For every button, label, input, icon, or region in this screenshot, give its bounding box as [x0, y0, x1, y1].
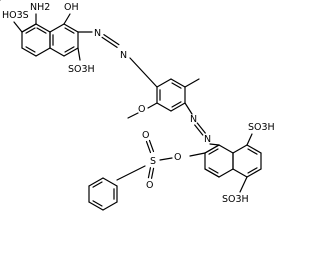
- bond-line: [88, 177, 104, 187]
- atom-label-nh2: NH2: [30, 2, 50, 13]
- atom-label-sulfonyl-o1: O: [142, 130, 149, 141]
- bond-line-inner: [25, 46, 36, 53]
- bond-line: [49, 23, 65, 33]
- bond-line: [35, 47, 51, 57]
- bond-line-inner: [208, 148, 219, 155]
- bond-line-inner: [92, 181, 103, 188]
- bond-line: [103, 34, 120, 46]
- bond-line: [129, 57, 158, 88]
- bond-line: [232, 144, 248, 154]
- bond-line-inner: [247, 167, 258, 174]
- bond-line: [170, 102, 186, 112]
- bond-line: [184, 102, 193, 115]
- bond-line: [147, 102, 158, 109]
- bond-line: [150, 167, 155, 179]
- bond-line-inner: [171, 82, 182, 89]
- atom-label-sulfo-bottom: SO3H: [222, 194, 249, 205]
- atom-label-azo1-n1: N: [94, 28, 101, 39]
- bond-line: [127, 112, 139, 119]
- bond-line: [116, 165, 146, 181]
- atom-label-sulfo-right: SO3H: [248, 122, 275, 133]
- bond-line: [239, 176, 248, 193]
- bond-line: [218, 168, 234, 178]
- bond-line: [184, 78, 200, 88]
- bond-line: [204, 168, 220, 178]
- bond-line: [170, 78, 186, 88]
- bond-line: [63, 47, 79, 57]
- bond-line: [232, 168, 248, 178]
- atom-label-sulfo-left: HO3S: [2, 10, 29, 21]
- bond-line: [246, 168, 262, 178]
- bond-line-inner: [64, 27, 75, 34]
- atom-label-sulfonyl-s: S: [150, 156, 156, 167]
- bond-line: [196, 122, 206, 134]
- bond-line: [189, 152, 206, 157]
- bond-line: [209, 143, 220, 146]
- bond-line: [77, 47, 81, 61]
- bond-line-inner: [64, 46, 75, 53]
- atom-label-azo1-n2: N: [120, 50, 127, 61]
- bond-line: [63, 23, 79, 33]
- atom-label-azo2-n1: N: [190, 114, 197, 125]
- bond-line: [63, 13, 71, 25]
- bond-line: [35, 23, 51, 33]
- atom-label-methoxy-o: O: [138, 104, 145, 115]
- bond-line: [194, 124, 204, 136]
- bond-line: [49, 47, 65, 57]
- bond-line: [204, 144, 220, 154]
- bond-line-inner: [171, 101, 182, 108]
- bond-line-inner: [92, 200, 103, 207]
- bond-line: [159, 157, 173, 161]
- atom-label-sulfo-mid: SO3H: [68, 64, 95, 75]
- bond-line: [246, 144, 262, 154]
- bond-line: [102, 177, 118, 187]
- bond-line: [218, 144, 234, 154]
- bond-line: [21, 23, 37, 33]
- bond-line: [13, 21, 23, 33]
- bond-line: [101, 36, 118, 48]
- bond-line: [156, 78, 172, 88]
- bond-line-inner: [247, 148, 258, 155]
- bonds: [0, 0, 262, 211]
- bond-line: [102, 201, 118, 211]
- bond-line: [156, 102, 172, 112]
- bond-line-inner: [208, 167, 219, 174]
- bond-line: [145, 140, 152, 154]
- bond-line-inner: [25, 27, 36, 34]
- atom-label-azo2-n2: N: [204, 134, 211, 145]
- bond-line: [21, 47, 37, 57]
- bond-line-inner: [36, 27, 47, 34]
- bond-line: [246, 133, 253, 146]
- atom-label-oh-top: OH: [64, 2, 79, 13]
- atom-label-sulfonyl-o2: O: [146, 180, 153, 191]
- bond-line: [88, 201, 104, 211]
- bond-line: [148, 139, 155, 153]
- bond-line: [147, 167, 152, 179]
- atom-label-ester-o: O: [174, 152, 181, 163]
